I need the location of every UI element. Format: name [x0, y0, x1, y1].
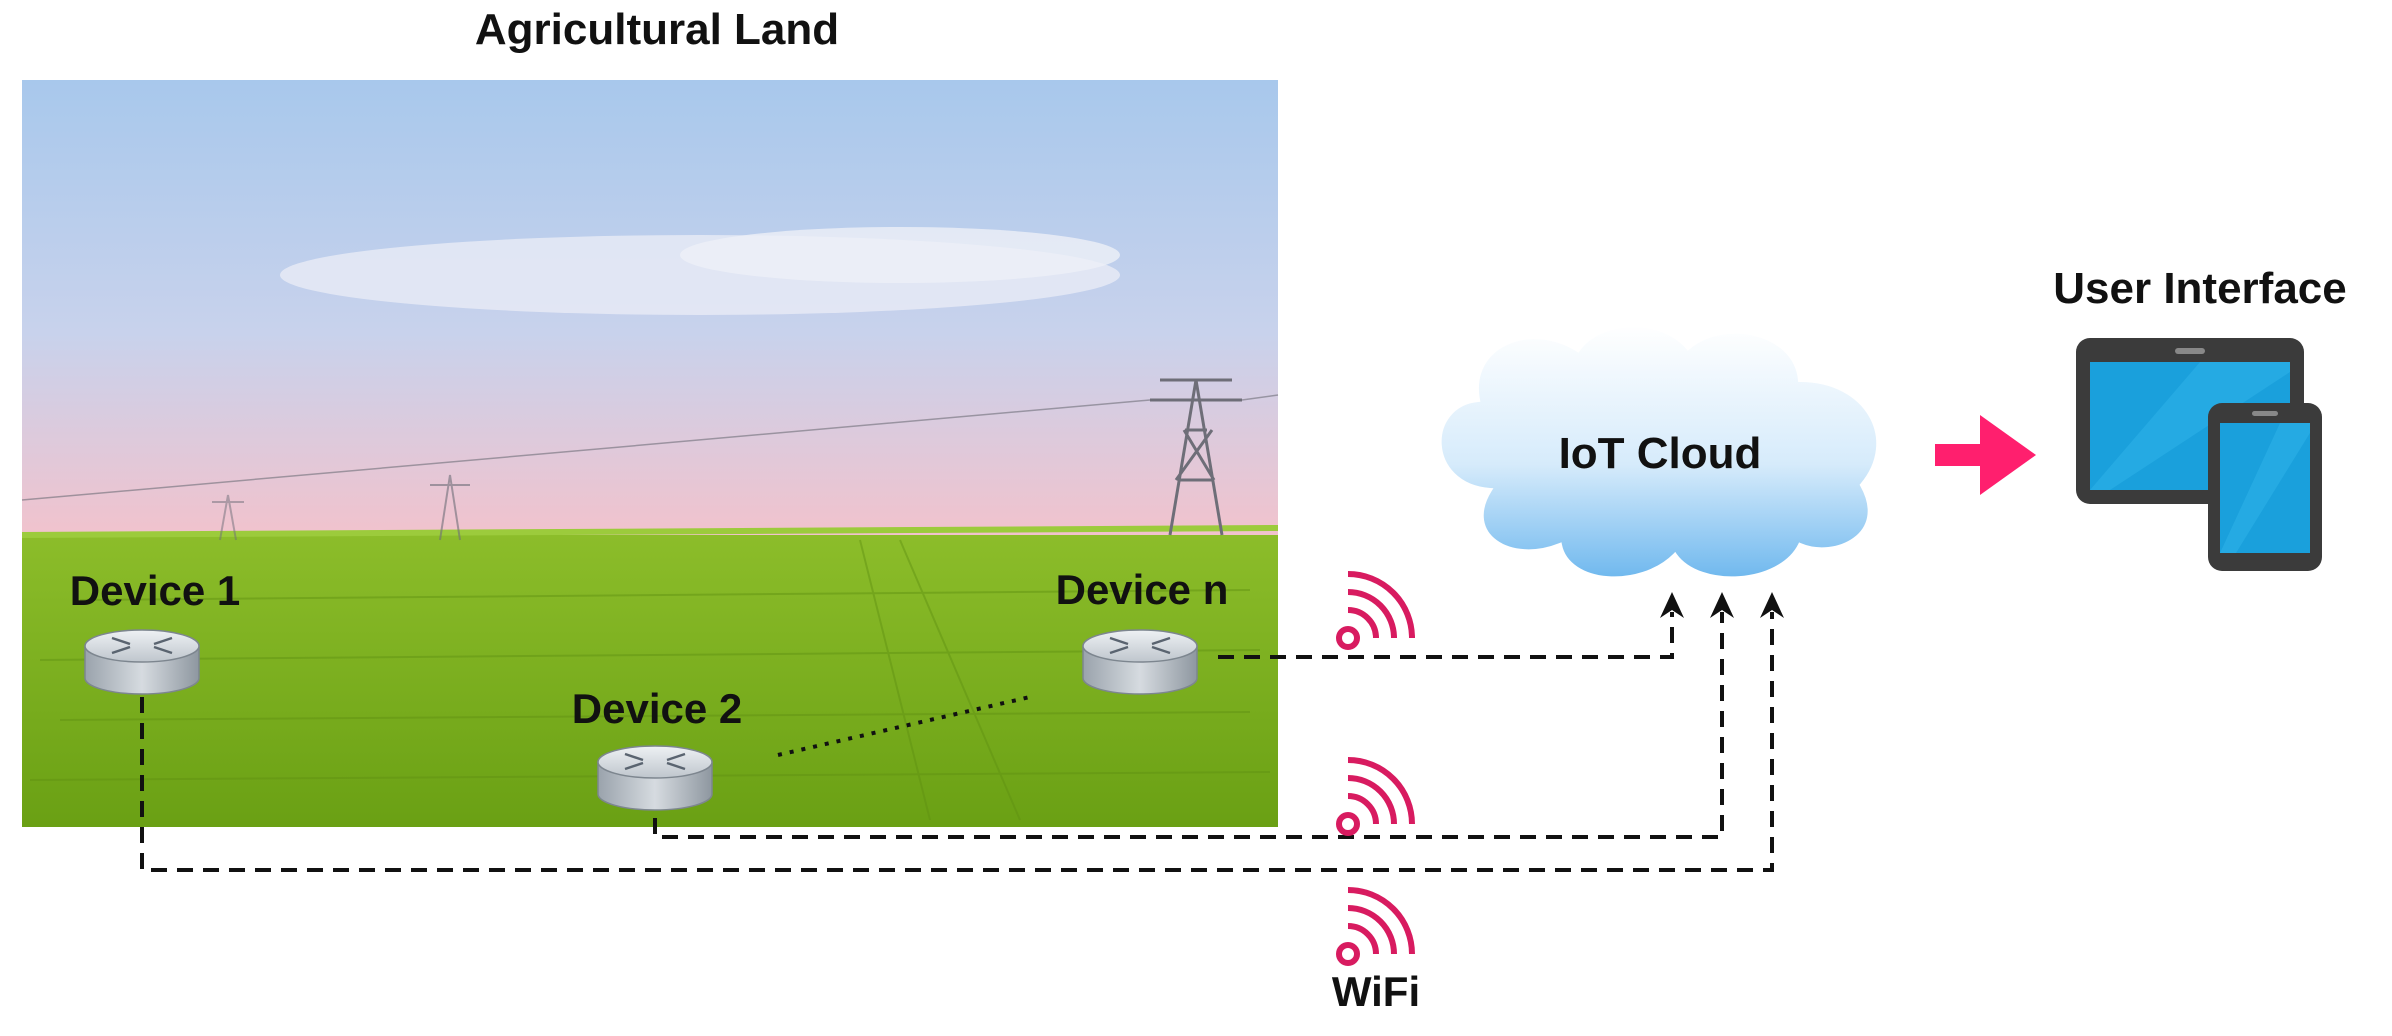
- device-n-label: Device n: [1056, 566, 1229, 613]
- power-line-tower-icon: [21, 378, 1279, 541]
- user-interface: User Interface: [2053, 264, 2347, 571]
- router-icon: [83, 628, 201, 696]
- router-icon: [596, 744, 714, 812]
- arrowheads: [1660, 592, 1784, 618]
- arrow-right-icon: [1935, 415, 2036, 495]
- device-1-label: Device 1: [70, 567, 240, 614]
- wifi-icon: [1339, 760, 1412, 833]
- phone-icon: [2208, 403, 2322, 571]
- router-icon: [1081, 628, 1199, 696]
- connection-device-1: [140, 612, 1774, 872]
- cloud-label: IoT Cloud: [1559, 429, 1762, 478]
- wifi-label: WiFi: [1332, 968, 1420, 1015]
- wifi-icon: [1339, 574, 1412, 647]
- wifi-icon: [1339, 890, 1412, 963]
- cloud-icon: [1437, 323, 1881, 581]
- connection-device-n: [1218, 612, 1674, 659]
- device-1: Device 1: [70, 567, 240, 696]
- device-n: Device n: [1056, 566, 1229, 696]
- agricultural-land-image: [21, 80, 1279, 827]
- wifi-connection-paths: [140, 612, 1774, 872]
- connection-device-2: [653, 612, 1724, 839]
- user-interface-label: User Interface: [2053, 264, 2346, 313]
- device-2-label: Device 2: [572, 685, 742, 732]
- diagram-title: Agricultural Land: [475, 5, 839, 54]
- iot-cloud: IoT Cloud: [1437, 323, 1881, 581]
- device-2: Device 2: [572, 685, 742, 812]
